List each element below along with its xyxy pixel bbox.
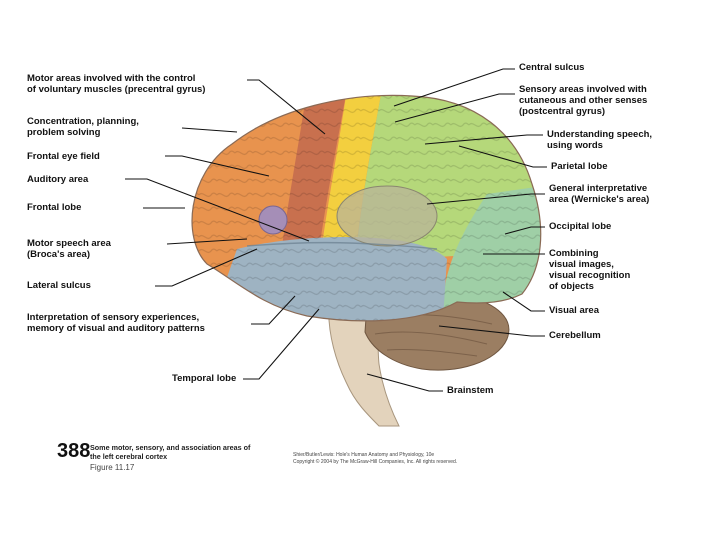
wernicke-area-region — [336, 185, 438, 247]
label-visual-area: Visual area — [549, 305, 600, 316]
label-combining-visual: Combining visual images, visual recognit… — [549, 248, 631, 292]
label-understanding-speech: Understanding speech, using words — [547, 129, 653, 151]
leader-lines-right — [366, 68, 547, 392]
brain-diagram — [125, 68, 547, 427]
label-wernicke-area: General interpretative area (Wernicke's … — [549, 183, 650, 205]
label-auditory-area: Auditory area — [27, 174, 89, 185]
label-broca-area: Motor speech area (Broca's area) — [27, 238, 111, 260]
label-occipital-lobe: Occipital lobe — [549, 221, 612, 232]
leader-lines-left — [125, 79, 326, 380]
broca-area-region — [258, 205, 288, 235]
figure-label: Figure 11.17 — [90, 463, 135, 472]
label-cerebellum: Cerebellum — [549, 330, 601, 341]
label-lateral-sulcus: Lateral sulcus — [27, 280, 91, 291]
label-interpretation: Interpretation of sensory experiences, m… — [27, 312, 205, 334]
label-concentration: Concentration, planning, problem solving — [27, 116, 139, 138]
label-parietal-lobe: Parietal lobe — [551, 161, 608, 172]
label-sensory-areas: Sensory areas involved with cutaneous an… — [519, 84, 648, 117]
label-central-sulcus: Central sulcus — [519, 62, 585, 73]
label-temporal-lobe: Temporal lobe — [172, 373, 237, 384]
label-brainstem: Brainstem — [447, 385, 494, 396]
figure-caption: Some motor, sensory, and association are… — [90, 443, 251, 461]
copyright-credit: Shier/Butler/Lewis: Hole's Human Anatomy… — [293, 452, 458, 465]
label-motor-areas: Motor areas involved with the control of… — [27, 73, 206, 95]
label-frontal-lobe: Frontal lobe — [27, 202, 82, 213]
figure-number: 388 — [57, 440, 91, 462]
figure-page: Motor areas involved with the control of… — [27, 34, 685, 474]
label-frontal-eye-field: Frontal eye field — [27, 151, 100, 162]
